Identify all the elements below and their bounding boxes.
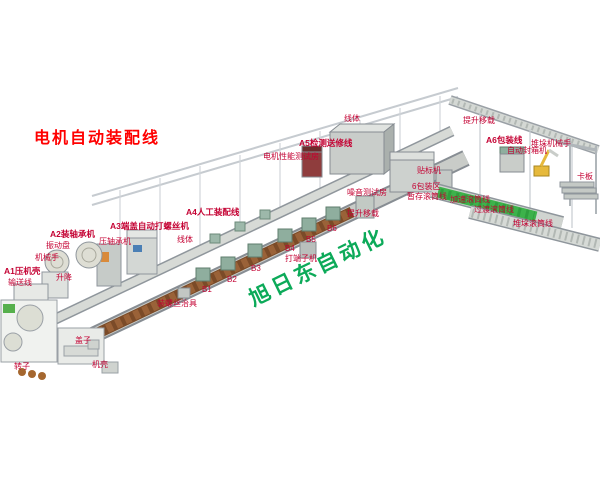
label-robot-arm: 机械手	[35, 253, 59, 262]
label-line-body-2: 线体	[344, 114, 360, 123]
label-station-a2: A2装轴承机	[50, 229, 95, 239]
label-stacking-robot: 堆垛机械手	[531, 139, 571, 148]
label-vibration-plate: 振动盘	[46, 241, 70, 250]
label-lift: 升降	[56, 273, 72, 282]
label-motor-test-room: 电机性能测试房	[263, 152, 319, 161]
label-rotor: 转子	[14, 362, 30, 371]
b-station-fixtures	[195, 206, 341, 282]
terminal-machine-box	[299, 241, 317, 259]
label-b5: B5	[306, 235, 316, 244]
label-press-bearing: 压轴承机	[99, 237, 131, 246]
label-lift-transfer-1: 提升移载	[347, 209, 379, 218]
label-screw-fixture: 装螺丝治具	[157, 299, 197, 308]
overhead-rail	[91, 87, 459, 288]
label-station-a6: A6包装线	[486, 135, 523, 145]
label-labeling-machine: 贴标机	[417, 166, 441, 175]
label-transition-roller-line: 过渡滚筒线	[474, 205, 514, 214]
label-b4: B4	[285, 244, 295, 253]
test-rooms	[301, 122, 453, 193]
label-station-a1: A1压机壳	[4, 266, 41, 276]
label-pallet: 卡板	[577, 172, 593, 181]
label-b1: B1	[202, 285, 212, 294]
label-auto-box-sealer: 自动封箱机	[507, 146, 547, 155]
infeed-cell	[0, 299, 119, 380]
screw-fixture-box	[177, 287, 191, 299]
packaging-area	[429, 138, 600, 252]
label-temp-roller-line: 暂存滚筒线	[407, 192, 447, 201]
label-b2: B2	[227, 275, 237, 284]
elevated-packaging-conveyor	[448, 95, 600, 228]
label-conveyor-line: 输送线	[8, 278, 32, 287]
label-lift-transfer-2: 提升移载	[463, 116, 495, 125]
label-noise-test-room: 噪音测试房	[347, 188, 387, 197]
label-accel-roller-line: 加速滚筒线	[450, 195, 490, 204]
label-station-a3: A3端盖自动打螺丝机	[110, 221, 189, 231]
label-b6: B6	[327, 224, 337, 233]
lift-transfer-box	[355, 195, 375, 219]
label-packaging-zone: 6包装区	[412, 182, 441, 191]
label-line-body-1: 线体	[177, 235, 193, 244]
label-stacking-roller-line: 堆垛滚筒线	[513, 219, 553, 228]
label-terminal-machine: 打端子机	[285, 254, 317, 263]
label-cover: 盖子	[75, 336, 91, 345]
page-title: 电机自动装配线	[34, 130, 161, 147]
label-b3: B3	[251, 264, 261, 273]
label-station-a5: A5检测送修线	[299, 138, 353, 148]
label-station-a4: A4人工装配线	[186, 207, 240, 217]
label-housing: 机壳	[92, 360, 108, 369]
